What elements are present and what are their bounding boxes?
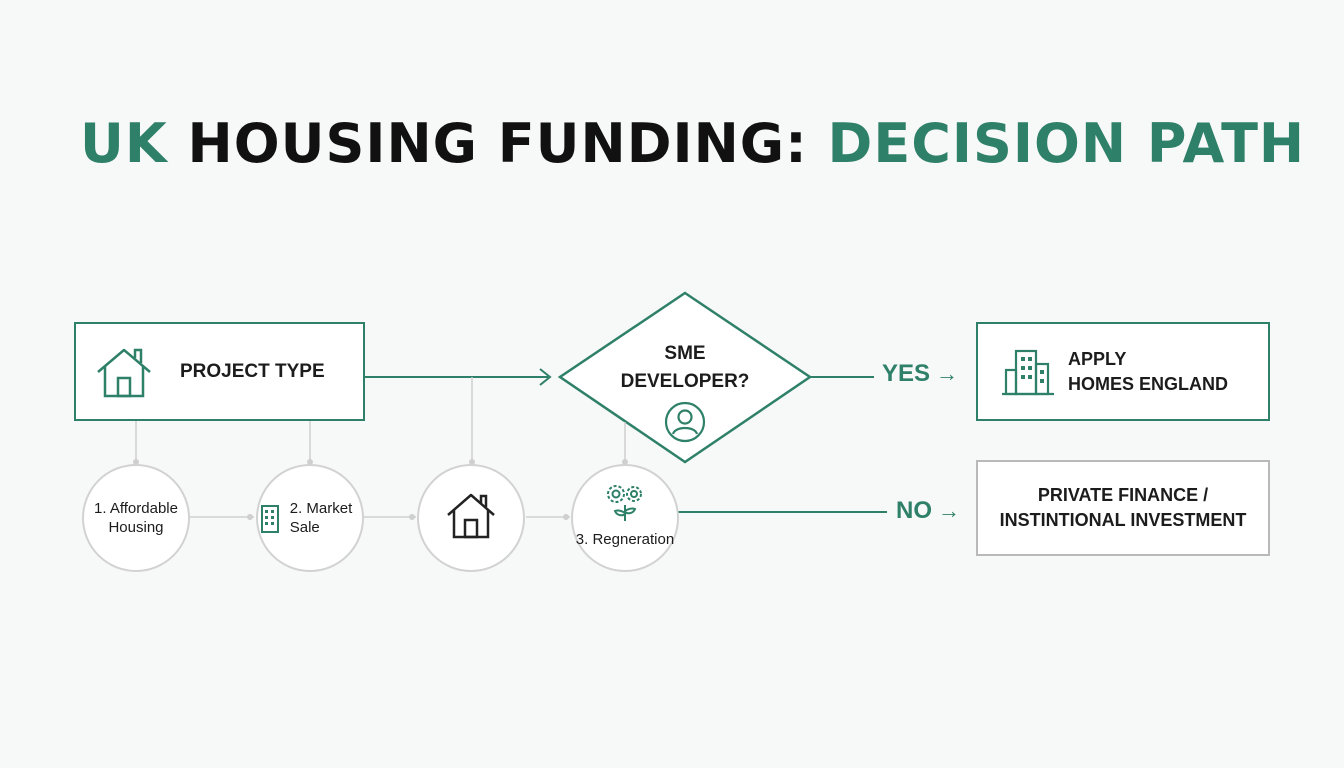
private-label-line1: PRIVATE FINANCE / bbox=[1037, 485, 1209, 505]
arrowhead-project-to-decision bbox=[539, 368, 552, 386]
option-affordable-housing-label: 1. Affordable Housing bbox=[94, 499, 178, 537]
option-regeneration-label: 3. Regneration bbox=[575, 531, 675, 548]
yes-branch-label: YES → bbox=[882, 360, 958, 388]
connector-dot-1 bbox=[133, 459, 139, 465]
user-icon bbox=[664, 401, 706, 448]
option-1-line1: 1. Affordable bbox=[94, 500, 178, 517]
decision-label-line2: DEVELOPER? bbox=[620, 371, 750, 392]
private-label-line2: INSTINTIONAL INVESTMENT bbox=[999, 510, 1247, 530]
project-type-label: PROJECT TYPE bbox=[180, 360, 325, 382]
connector-dot-2 bbox=[307, 459, 313, 465]
title-decision-path: DECISION PATH bbox=[827, 112, 1306, 175]
project-type-box: PROJECT TYPE bbox=[74, 322, 365, 421]
decision-diamond bbox=[557, 291, 813, 464]
connector-dot-4 bbox=[622, 459, 628, 465]
apartment-building-icon bbox=[1002, 346, 1054, 403]
no-arrow-icon: → bbox=[938, 498, 960, 523]
house-outline-icon bbox=[445, 491, 497, 546]
option-2-line1: 2. Market bbox=[289, 500, 353, 517]
option-1-line2: Housing bbox=[108, 519, 164, 536]
gears-plant-icon bbox=[601, 481, 649, 528]
building-icon bbox=[260, 504, 282, 539]
decision-label: SME DEVELOPER? bbox=[600, 340, 770, 396]
circle-link-dot-1 bbox=[247, 514, 253, 520]
connector-dot-3 bbox=[469, 459, 475, 465]
private-finance-box: PRIVATE FINANCE / INSTINTIONAL INVESTMEN… bbox=[976, 460, 1270, 556]
no-text: NO bbox=[896, 497, 932, 524]
private-finance-label: PRIVATE FINANCE / INSTINTIONAL INVESTMEN… bbox=[1000, 483, 1247, 533]
option-affordable-housing: 1. Affordable Housing bbox=[82, 464, 190, 572]
title-housing-funding: HOUSING FUNDING: bbox=[187, 112, 808, 175]
circle-link-dot-2 bbox=[409, 514, 415, 520]
option-house bbox=[417, 464, 525, 572]
option-regeneration: 3. Regneration bbox=[571, 464, 679, 572]
house-icon bbox=[95, 346, 153, 405]
no-branch-label: NO → bbox=[896, 497, 960, 525]
apply-homes-england-box: APPLY HOMES ENGLAND bbox=[976, 322, 1270, 421]
apply-label-line2: HOMES ENGLAND bbox=[1068, 373, 1229, 394]
yes-arrow-icon: → bbox=[936, 361, 959, 386]
title-uk: UK bbox=[80, 112, 168, 175]
circle-link-dot-3 bbox=[563, 514, 569, 520]
decision-label-line1: SME bbox=[664, 343, 706, 364]
page-title: UK HOUSING FUNDING: DECISION PATH bbox=[80, 112, 1305, 175]
option-market-sale-label: 2. Market Sale bbox=[290, 499, 353, 537]
apply-homes-england-label: APPLY HOMES ENGLAND bbox=[1068, 347, 1228, 397]
option-2-line2: Sale bbox=[289, 519, 320, 536]
apply-label-line1: APPLY bbox=[1068, 348, 1127, 369]
yes-text: YES bbox=[882, 360, 931, 387]
option-market-sale: 2. Market Sale bbox=[256, 464, 364, 572]
